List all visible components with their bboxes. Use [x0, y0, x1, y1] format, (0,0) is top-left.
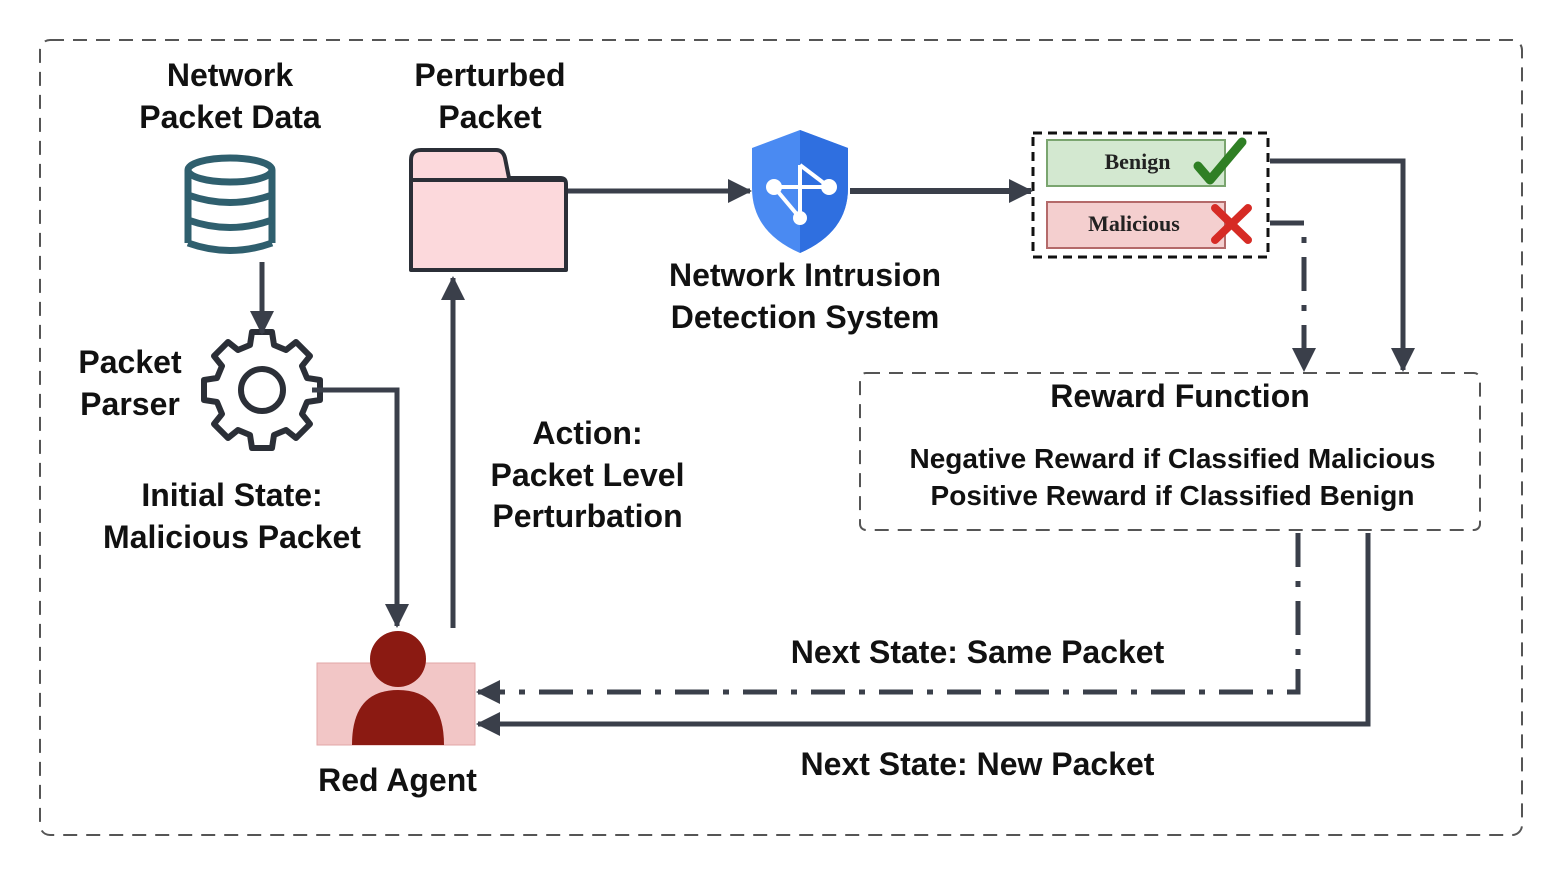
reward-lines: Negative Reward if Classified Malicious … — [870, 440, 1475, 514]
data-source-line-2: Packet Data — [139, 98, 321, 135]
initial-state-line-2: Malicious Packet — [103, 518, 361, 555]
shield-icon — [752, 130, 848, 253]
cross-icon — [1211, 204, 1252, 244]
outer-frame — [39, 39, 1523, 836]
edge-parser-to-agent — [312, 387, 409, 628]
benign-badge — [1046, 139, 1226, 187]
action-line-1: Action: — [532, 415, 643, 451]
reward-box — [859, 372, 1481, 531]
action-line-3: Perturbation — [492, 498, 683, 535]
nids-line-2: Detection System — [670, 298, 940, 335]
folder-icon — [409, 148, 568, 272]
edge-same-packet — [476, 533, 1301, 704]
initial-state-label: Initial State: Malicious Packet — [82, 475, 382, 558]
nids-label: Network Intrusion Detection System — [640, 255, 970, 338]
agent-label: Red Agent — [318, 762, 477, 798]
malicious-label: Malicious — [1088, 211, 1180, 236]
perturbed-line-2: Packet — [438, 98, 542, 135]
reward-line-2: Positive Reward if Classified Benign — [930, 480, 1415, 512]
action-label: Action: Packet Level Perturbation — [470, 413, 705, 538]
parser-label: Packet Parser — [60, 342, 200, 425]
parser-line-1: Packet — [78, 344, 182, 380]
data-source-label: Network Packet Data — [120, 55, 340, 138]
reward-line-1: Negative Reward if Classified Malicious — [909, 443, 1436, 474]
benign-label: Benign — [1104, 149, 1171, 174]
perturbed-label: Perturbed Packet — [390, 55, 590, 138]
malicious-badge — [1046, 201, 1226, 249]
initial-state-line-1: Initial State: — [141, 477, 323, 513]
new-packet-label: Next State: New Packet — [800, 746, 1155, 782]
edge-benign-to-reward — [1270, 158, 1415, 372]
nids-line-1: Network Intrusion — [668, 257, 941, 293]
agent-icon — [316, 631, 476, 746]
reward-title: Reward Function — [1050, 378, 1310, 414]
edge-new-packet — [476, 533, 1371, 736]
perturbed-line-1: Perturbed — [414, 57, 566, 93]
database-icon — [184, 154, 276, 254]
parser-line-2: Parser — [80, 385, 180, 422]
action-line-2: Packet Level — [490, 456, 685, 493]
same-packet-label: Next State: Same Packet — [790, 634, 1165, 670]
edge-malicious-to-reward — [1270, 220, 1316, 372]
check-icon — [1193, 137, 1247, 185]
gear-icon — [201, 329, 323, 451]
data-source-line-1: Network — [166, 57, 294, 93]
